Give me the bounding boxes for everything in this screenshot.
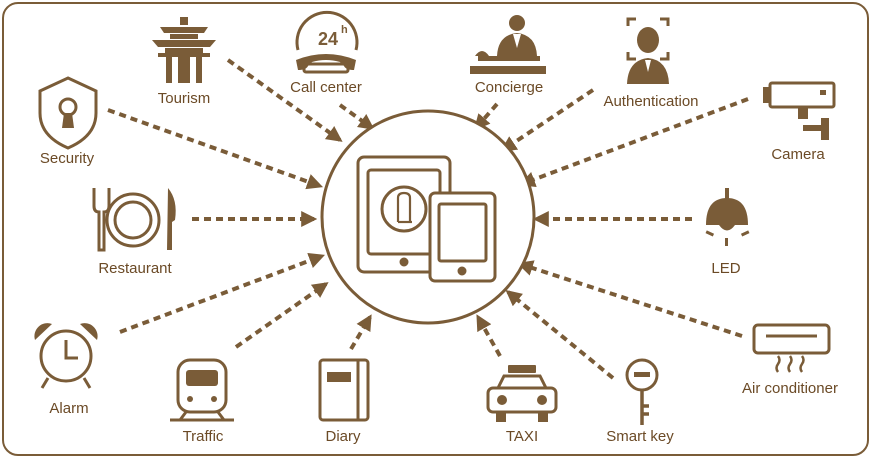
label-restaurant: Restaurant	[98, 260, 172, 277]
pagoda-icon	[152, 17, 216, 83]
center-hub	[320, 109, 536, 325]
alarm-clock-icon	[34, 323, 98, 389]
key-icon	[625, 358, 659, 425]
face-scan-icon	[626, 17, 670, 84]
label-traffic: Traffic	[182, 428, 224, 445]
arrow-authentication	[500, 88, 595, 152]
label-led: LED	[711, 260, 741, 277]
label-taxi: TAXI	[505, 428, 539, 445]
arrow-diary	[349, 314, 372, 351]
concierge-desk-icon	[470, 15, 546, 74]
arrow-camera	[519, 97, 749, 187]
plate-fork-knife-icon	[92, 188, 176, 252]
arrow-call-center	[338, 103, 375, 130]
arrow-taxi	[476, 314, 502, 357]
arrow-security	[107, 108, 324, 190]
arrow-traffic	[234, 282, 329, 349]
svg-text:h: h	[341, 24, 348, 36]
ceiling-lamp-icon	[705, 188, 750, 246]
label-call-center: Call center	[290, 79, 362, 96]
tablet-and-phone-with-hotel-door-icon	[356, 155, 497, 283]
book-icon	[318, 358, 370, 422]
shield-keyhole-icon	[38, 76, 98, 150]
label-alarm: Alarm	[49, 400, 89, 417]
arrow-tourism	[226, 58, 343, 142]
label-tourism: Tourism	[157, 90, 211, 107]
label-security: Security	[39, 150, 95, 167]
label-diary: Diary	[325, 428, 361, 445]
svg-text:24: 24	[318, 29, 338, 49]
label-concierge: Concierge	[474, 79, 544, 96]
arrow-smart-key	[505, 289, 615, 380]
taxi-icon	[486, 365, 558, 422]
arrow-air-conditioner	[516, 260, 743, 338]
connector-arrows	[107, 58, 749, 380]
label-authentication: Authentication	[603, 93, 699, 110]
label-air-conditioner: Air conditioner	[742, 380, 838, 397]
air-conditioner-icon	[752, 323, 831, 373]
label-smart-key: Smart key	[606, 428, 674, 445]
24h-phone-icon: 24 h	[295, 10, 359, 74]
cctv-camera-icon	[763, 81, 836, 140]
train-icon	[170, 358, 234, 422]
label-camera: Camera	[771, 146, 825, 163]
